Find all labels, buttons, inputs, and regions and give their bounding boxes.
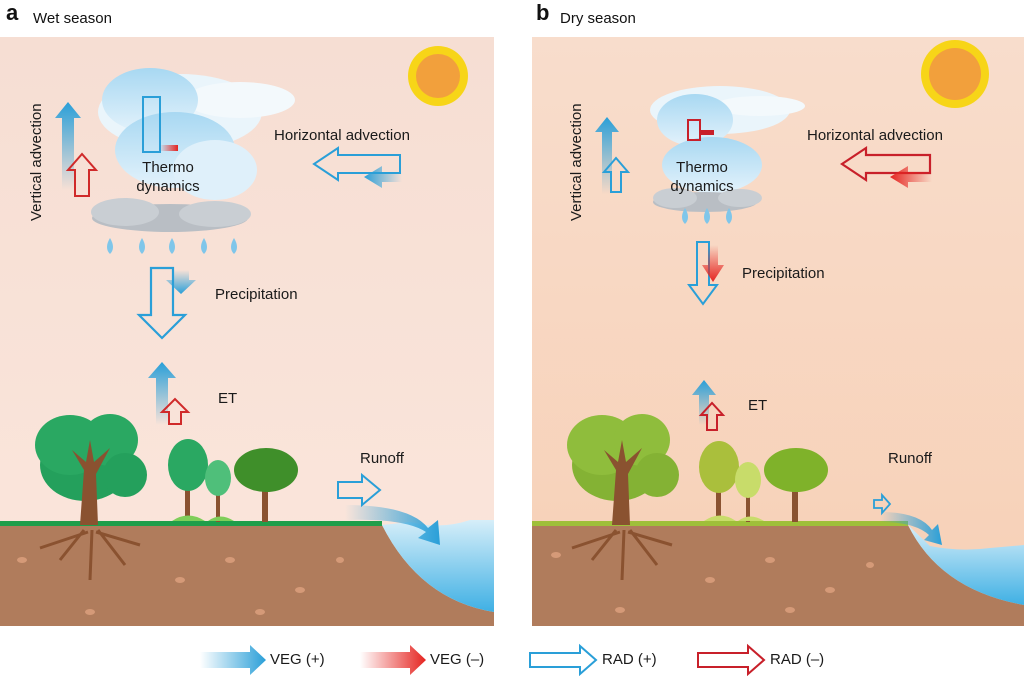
dry-vertical-advection-label: Vertical advection [568,103,585,221]
dry-grass [532,521,908,526]
wet-thermo-line1: Thermo [142,159,194,176]
wet-small-trees-icon [168,439,298,522]
dry-runoff-rad-arrow [873,492,892,516]
dry-thermodynamics-label: Thermo dynamics [652,158,752,196]
dry-soil-pebbles [551,552,874,613]
wet-vadv-rad-arrow [65,152,99,197]
legend-rad-pos-label: RAD (+) [602,651,657,668]
wet-soil [0,525,494,626]
wet-horizontal-advection-label: Horizontal advection [274,127,410,144]
wet-precip-veg-arrow [166,270,196,294]
dry-et-label: ET [748,397,768,414]
legend-rad-pos-swatch [529,643,598,676]
dry-big-tree-icon [567,414,679,581]
wet-hadv-veg-arrow [364,166,402,188]
wet-et-rad-arrow [159,397,191,425]
dry-small-trees-icon [699,441,828,522]
dry-vadv-rad-arrow [601,156,631,193]
panel-a-title: Wet season [33,10,112,27]
wet-vertical-advection-label: Vertical advection [28,103,45,221]
panel-wet [0,37,494,626]
raindrops-icon [107,238,237,254]
wet-thermodynamics-label: Thermo dynamics [118,158,218,196]
wet-big-tree-icon [35,414,147,581]
dry-precip-veg-arrow [702,245,724,282]
cloud-icon [91,68,295,232]
wet-water [382,520,494,612]
sun-icon [921,40,989,108]
legend-rad-neg-swatch [697,643,766,676]
legend-rad-neg-label: RAD (–) [770,651,825,668]
sun-icon [408,46,468,106]
wet-precipitation-label: Precipitation [215,286,298,303]
dry-et-veg-arrow [692,380,716,425]
wet-thermo-rad-bar [142,96,161,153]
wet-thermo-line2: dynamics [136,178,200,195]
dry-et-rad-arrow [698,401,726,431]
legend-veg-neg-label: VEG (–) [430,651,485,668]
dry-precipitation-label: Precipitation [742,265,825,282]
wet-et-veg-arrow [148,362,176,425]
panel-b-title: Dry season [560,10,636,27]
legend [200,643,766,676]
wet-grass [0,521,382,526]
wet-runoff-veg-arrow [345,505,440,545]
wet-soil-pebbles [17,557,344,615]
dry-hadv-veg-arrow [890,166,932,188]
dry-thermo-line1: Thermo [676,159,728,176]
dry-runoff-veg-arrow [880,512,942,545]
dry-thermo-veg-bar [700,130,714,135]
legend-veg-pos-swatch [200,645,266,675]
raindrops-icon [682,208,732,224]
wet-runoff-rad-arrow [337,472,382,508]
wet-et-label: ET [218,390,238,407]
dry-vadv-veg-arrow [595,117,619,194]
dry-soil [532,525,1024,626]
panel-b-letter: b [536,0,550,25]
dry-horizontal-advection-label: Horizontal advection [807,127,943,144]
legend-veg-pos-label: VEG (+) [270,651,325,668]
wet-thermo-veg-bar [160,145,178,151]
panel-a-letter: a [6,0,19,25]
wet-vadv-veg-arrow [55,102,81,190]
legend-veg-neg-swatch [360,645,426,675]
dry-runoff-label: Runoff [888,450,932,467]
wet-runoff-label: Runoff [360,450,404,467]
dry-thermo-line2: dynamics [670,178,734,195]
dry-water [908,525,1024,605]
panel-dry [532,37,1024,626]
